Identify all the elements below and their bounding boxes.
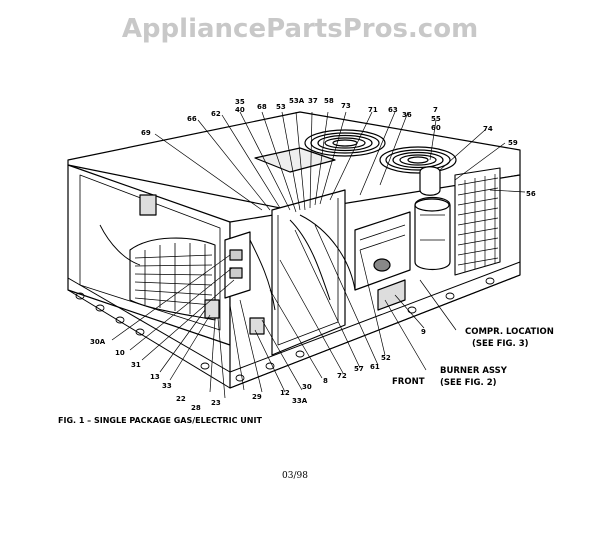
condenser-fan-left	[304, 129, 386, 157]
callout-56: 56	[526, 190, 536, 198]
callout-69: 69	[141, 129, 151, 137]
callout-53a: 53A	[289, 97, 305, 105]
callout-23: 23	[211, 399, 221, 407]
callout-52: 52	[381, 354, 391, 362]
callout-73: 73	[341, 102, 351, 110]
refrigerant-tubing	[249, 214, 356, 311]
callout-33a: 33A	[292, 397, 308, 405]
callout-40: 40	[235, 106, 245, 114]
callout-30: 30	[302, 383, 312, 391]
divider-panel	[271, 189, 346, 356]
callout-61: 61	[370, 363, 380, 371]
page-code: 03/98	[282, 471, 308, 481]
see-fig2-label: (SEE FIG. 2)	[440, 378, 497, 388]
callout-66: 66	[187, 115, 197, 123]
callout-28: 28	[191, 404, 201, 412]
callout-33: 33	[162, 382, 172, 390]
callout-12: 12	[280, 389, 290, 397]
callout-63: 63	[388, 106, 398, 114]
callout-53: 53	[276, 103, 286, 111]
callout-8: 8	[323, 377, 328, 385]
callout-72: 72	[337, 372, 347, 380]
leader-lines	[111, 111, 526, 399]
condenser-coil	[454, 167, 501, 276]
watermark: AppliancePartsPros.com	[121, 14, 479, 44]
burner-assy-label: BURNER ASSY	[440, 366, 508, 376]
callout-55: 55	[431, 115, 441, 123]
callout-29: 29	[252, 393, 262, 401]
compr-location-label: COMPR. LOCATION	[465, 327, 554, 337]
callout-60: 60	[431, 124, 441, 132]
base-rail	[67, 261, 521, 389]
see-fig3-label: (SEE FIG. 3)	[472, 339, 529, 349]
condenser-fan-right	[379, 146, 457, 174]
control-box	[224, 231, 251, 299]
callout-74: 74	[483, 125, 493, 133]
compressor	[414, 196, 451, 271]
callout-30a: 30A	[90, 338, 106, 346]
callout-71: 71	[368, 106, 378, 114]
figure-caption: FIG. 1 – SINGLE PACKAGE GAS/ELECTRIC UNI…	[58, 416, 262, 425]
callout-36: 36	[402, 111, 412, 119]
callout-13: 13	[150, 373, 160, 381]
callout-68: 68	[257, 103, 267, 111]
front-label: FRONT	[392, 377, 425, 387]
callout-9: 9	[421, 328, 426, 336]
burner-assembly	[354, 211, 411, 311]
callout-22: 22	[176, 395, 186, 403]
callout-7: 7	[433, 106, 438, 114]
callout-31: 31	[131, 361, 141, 369]
callout-35: 35	[235, 98, 245, 106]
top-vent	[254, 147, 336, 173]
callout-37: 37	[308, 97, 318, 105]
callout-10: 10	[115, 349, 125, 357]
callout-59: 59	[508, 139, 518, 147]
fan-motor	[419, 166, 441, 196]
callout-57: 57	[354, 365, 364, 373]
callout-58: 58	[324, 97, 334, 105]
callout-62: 62	[211, 110, 221, 118]
relay-block	[204, 299, 220, 319]
